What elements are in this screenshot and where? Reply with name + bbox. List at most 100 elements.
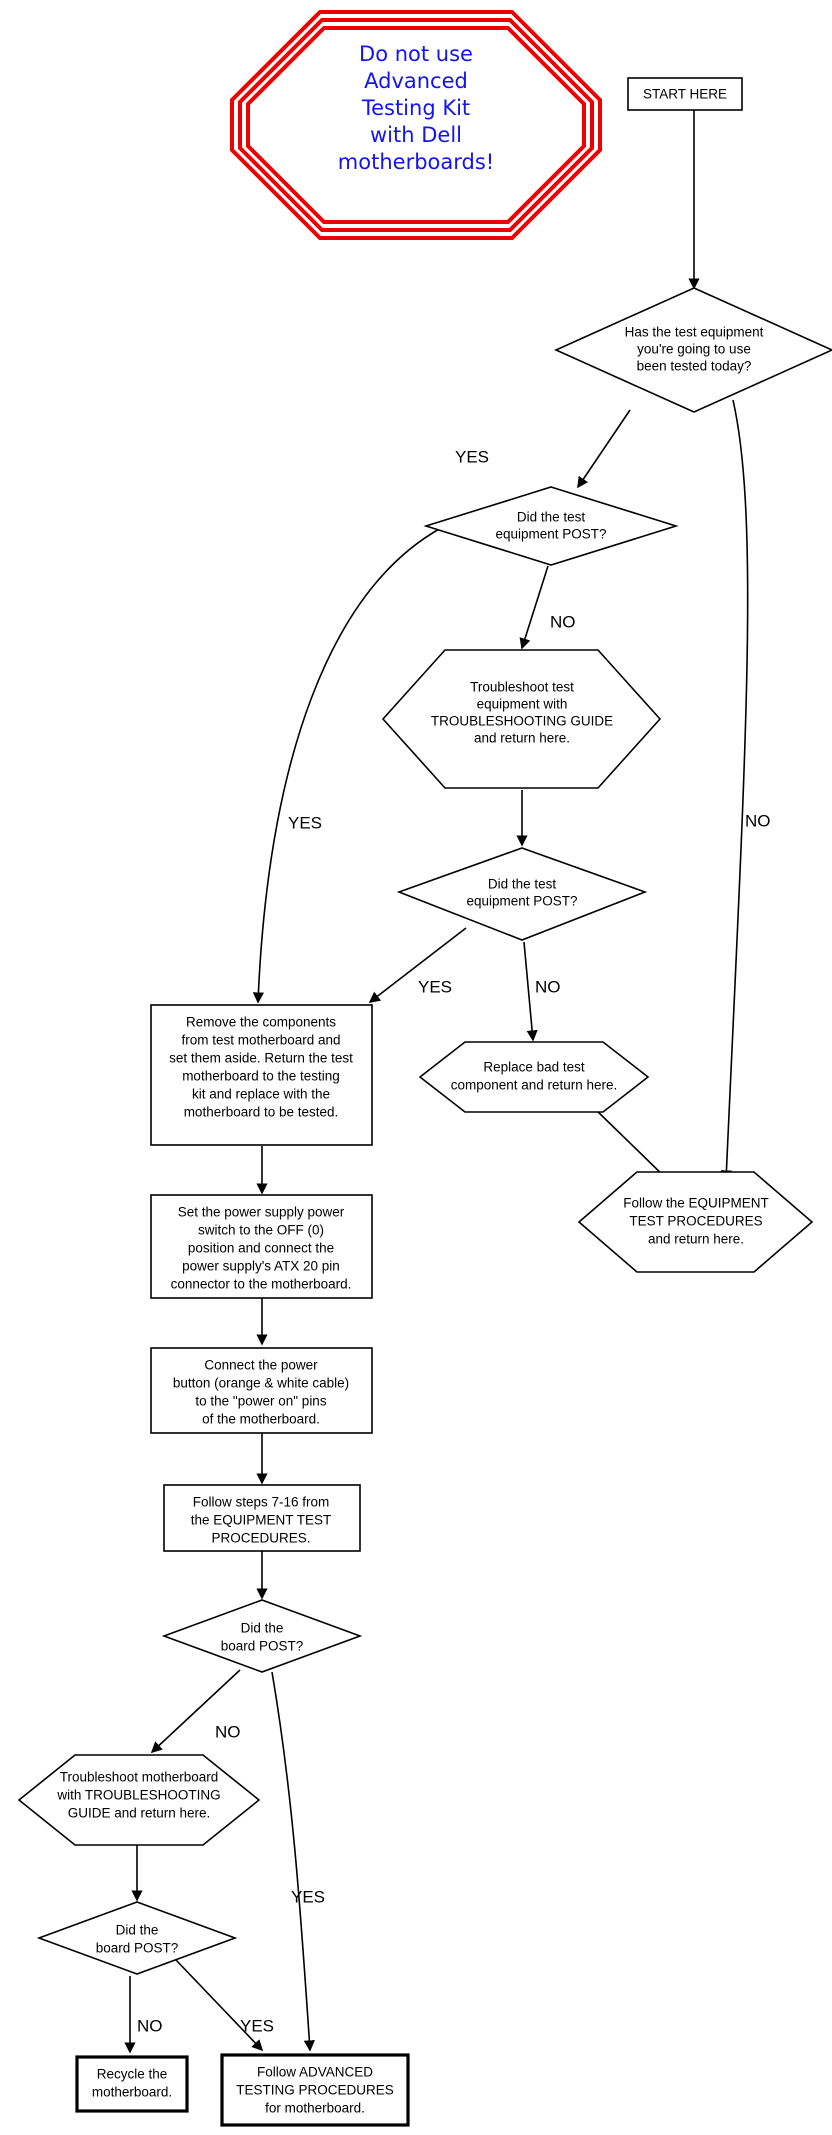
b5-line-1: motherboard. [92,2085,172,2100]
edge-label-yes-3: YES [418,977,452,996]
warning-stop-sign: Do not use Advanced Testing Kit with Del… [230,10,602,240]
h3-hexagon[interactable] [577,1171,814,1273]
b2-line-0: Set the power supply power [178,1205,345,1220]
d1-line-0: Has the test equipment [625,325,764,340]
b2-box[interactable] [150,1194,373,1299]
node-advanced-testing-procedures[interactable]: Follow ADVANCED TESTING PROCEDURES for m… [220,2053,410,2127]
h2-line-1: component and return here. [451,1078,618,1093]
h3-line-1: TEST PROCEDURES [629,1214,762,1229]
edge-label-no-3: NO [215,1722,241,1741]
edge-label-no-right: NO [745,811,771,830]
b3-line-1: button (orange & white cable) [173,1376,349,1391]
d1-line-1: you're going to use [637,342,751,357]
start-label: START HERE [643,87,727,102]
h1-line-2: TROUBLESHOOTING GUIDE [431,714,613,729]
b1-line-0: Remove the components [186,1015,336,1030]
warning-ring-outer [230,10,602,240]
h3-line-2: and return here. [648,1232,744,1247]
d3-line-0: Did the test [488,877,557,892]
edge-label-yes-2: YES [288,813,322,832]
d4-line-0: Did the [241,1621,284,1636]
node-follow-steps[interactable]: Follow steps 7-16 from the EQUIPMENT TES… [163,1484,361,1552]
edge-label-no-1: NO [550,612,576,631]
h2-line-0: Replace bad test [483,1060,585,1075]
b4-line-0: Follow steps 7-16 from [193,1495,330,1510]
node-did-board-post-2[interactable]: Did the board POST? [36,1901,238,1975]
node-start[interactable]: START HERE [627,77,743,111]
node-troubleshoot-motherboard[interactable]: Troubleshoot motherboard with TROUBLESHO… [17,1754,261,1846]
b6-box[interactable] [220,2053,410,2127]
b2-line-4: connector to the motherboard. [171,1277,352,1292]
edge-label-no-2: NO [535,977,561,996]
h1-line-1: equipment with [477,697,568,712]
warning-line-1: Advanced [364,69,468,93]
h3-line-0: Follow the EQUIPMENT [623,1196,769,1211]
d4-line-1: board POST? [221,1639,304,1654]
b1-line-4: kit and replace with the [192,1087,330,1102]
h4-line-0: Troubleshoot motherboard [60,1770,219,1785]
h4-line-2: GUIDE and return here. [68,1806,211,1821]
node-recycle-motherboard[interactable]: Recycle the motherboard. [75,2055,189,2113]
node-set-power-supply[interactable]: Set the power supply power switch to the… [150,1194,373,1299]
node-connect-power-button[interactable]: Connect the power button (orange & white… [150,1347,373,1434]
b1-box[interactable] [150,1004,373,1146]
b1-line-2: set them aside. Return the test [169,1051,353,1066]
start-box[interactable] [627,77,743,111]
edge-label-yes-5: YES [240,2016,274,2035]
node-replace-bad-component[interactable]: Replace bad test component and return he… [418,1041,650,1113]
d3-line-1: equipment POST? [466,894,577,909]
d5-diamond[interactable] [36,1901,238,1975]
d4-diamond[interactable] [161,1599,363,1673]
edge-label-no-4: NO [137,2016,163,2035]
edge-d1-no-to-equipment-test [720,399,749,1182]
node-remove-components[interactable]: Remove the components from test motherbo… [150,1004,373,1146]
h4-hexagon[interactable] [17,1754,261,1846]
b3-line-2: to the "power on" pins [195,1394,326,1409]
d1-diamond[interactable] [554,287,832,413]
b4-line-1: the EQUIPMENT TEST [191,1513,332,1528]
d3-diamond[interactable] [396,847,648,941]
h1-line-0: Troubleshoot test [470,680,574,695]
warning-ring-middle [238,18,594,232]
h2-hexagon[interactable] [418,1041,650,1113]
b5-box[interactable] [75,2055,189,2113]
node-follow-equipment-test-procedures[interactable]: Follow the EQUIPMENT TEST PROCEDURES and… [577,1171,814,1273]
b3-box[interactable] [150,1347,373,1434]
d2-line-0: Did the test [517,510,586,525]
edge-d4-yes-to-advanced-procedures [271,1671,315,2052]
warning-line-0: Do not use [359,42,473,66]
warning-line-4: motherboards! [338,150,494,174]
edges-layer [124,110,749,2054]
b1-line-3: motherboard to the testing [182,1069,340,1084]
edge-d2-no-to-troubleshoot-equip [519,565,549,650]
d2-line-1: equipment POST? [495,527,606,542]
edge-labels-layer: YES NO NO YES YES NO NO YES NO YES [137,447,771,2035]
b2-line-1: switch to the OFF (0) [198,1223,324,1238]
edge-label-yes-1: YES [455,447,489,466]
edge-d4-no-to-troubleshoot-mobo [150,1669,241,1754]
b5-line-0: Recycle the [97,2067,168,2082]
node-has-equipment-been-tested[interactable]: Has the test equipment you're going to u… [554,287,832,413]
edge-d3-yes-to-remove-components [368,927,467,1003]
b6-line-0: Follow ADVANCED [257,2065,373,2080]
d1-line-2: been tested today? [637,359,752,374]
edge-d5-yes-to-advanced-procedures [175,1959,264,2052]
node-did-board-post-1[interactable]: Did the board POST? [161,1599,363,1673]
h1-hexagon[interactable] [381,649,662,789]
node-troubleshoot-test-equipment[interactable]: Troubleshoot test equipment with TROUBLE… [381,649,662,789]
b1-line-1: from test motherboard and [181,1033,340,1048]
warning-ring-inner [246,26,586,224]
b2-line-3: power supply's ATX 20 pin [182,1259,340,1274]
d5-line-0: Did the [116,1923,159,1938]
node-did-equipment-post-1[interactable]: Did the test equipment POST? [423,486,679,566]
h1-line-3: and return here. [474,731,570,746]
edge-d2-yes-to-remove-components [252,527,442,1004]
d2-diamond[interactable] [423,486,679,566]
b4-box[interactable] [163,1484,361,1552]
node-did-equipment-post-2[interactable]: Did the test equipment POST? [396,847,648,941]
b6-line-2: for motherboard. [265,2101,365,2116]
edge-d1-yes-to-d2 [577,409,631,489]
b4-line-2: PROCEDURES. [211,1531,310,1546]
